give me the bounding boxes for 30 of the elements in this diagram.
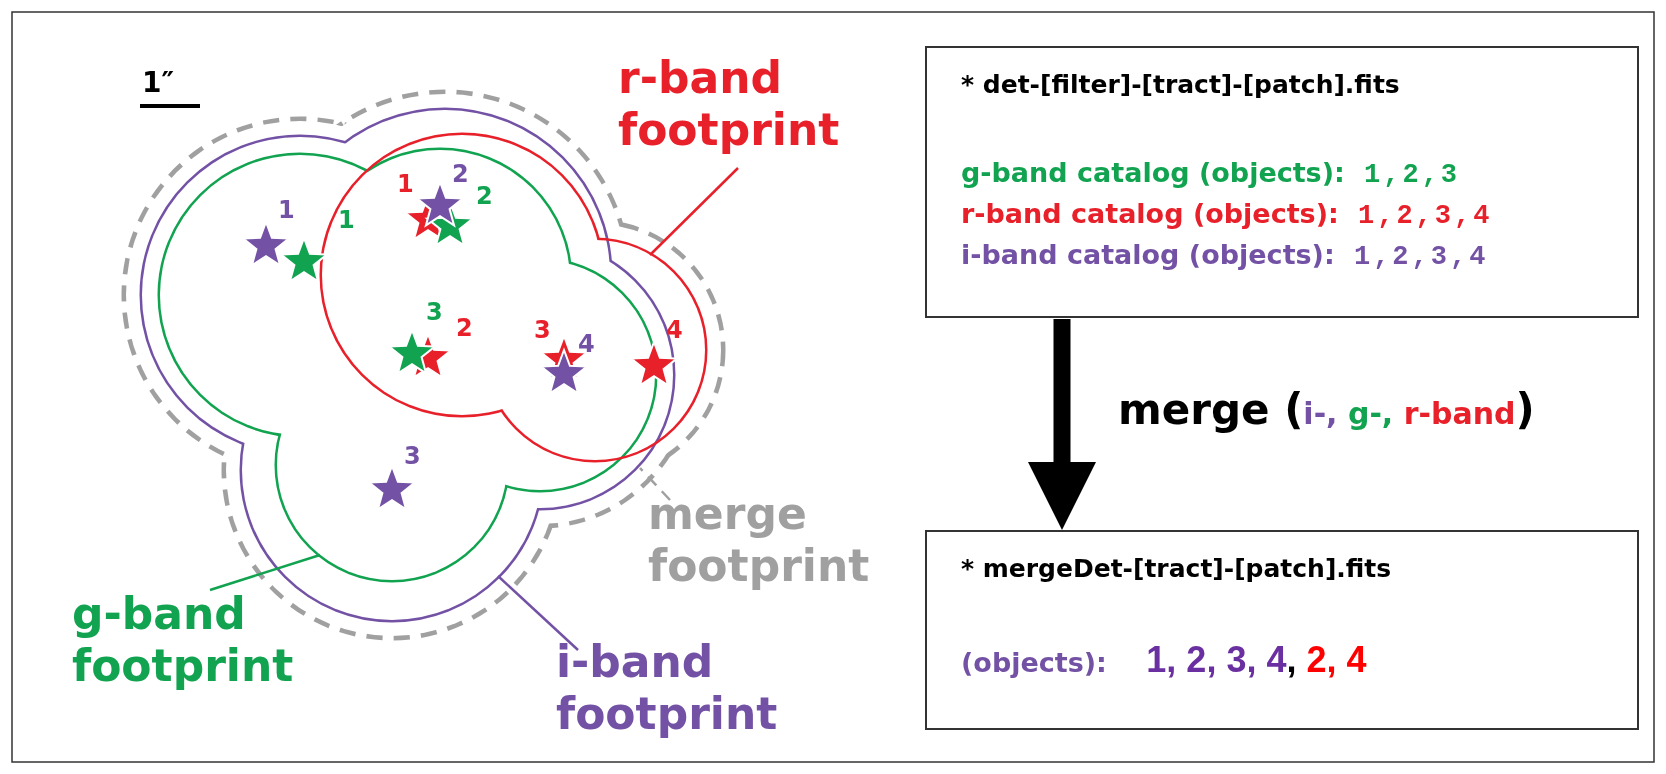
- footprint-label: g-band footprint: [72, 588, 322, 692]
- file-name: * det-[filter]-[tract]-[patch].fits: [961, 70, 1400, 99]
- file-name: * mergeDet-[tract]-[patch].fits: [961, 554, 1392, 583]
- edge-label: merge (i-, g-, r-band): [1118, 385, 1535, 434]
- star-number: 3: [404, 442, 421, 470]
- scale-label: 1″: [142, 66, 174, 99]
- star-number: 1: [278, 196, 295, 224]
- footprint-label: r-band footprint: [618, 52, 848, 156]
- file-box: [925, 46, 1639, 318]
- object-list: (objects): 1, 2, 3, 4, 2, 4: [961, 639, 1367, 681]
- star-number: 2: [452, 160, 469, 188]
- leader-line: [497, 575, 579, 651]
- star-number: 1: [338, 206, 355, 234]
- star-number: 3: [426, 298, 443, 326]
- star-number: 1: [397, 170, 414, 198]
- footprint-label: merge footprint: [648, 488, 888, 592]
- leader-line: [649, 167, 739, 256]
- star-number: 2: [476, 182, 493, 210]
- catalog-line: i-band catalog (objects): 1,2,3,4: [961, 239, 1489, 272]
- leader-line: [639, 467, 671, 501]
- footprint-label: i-band footprint: [556, 636, 786, 740]
- star-number: 3: [534, 316, 551, 344]
- star-number: 2: [456, 314, 473, 342]
- catalog-line: r-band catalog (objects): 1,2,3,4: [961, 198, 1493, 231]
- star-number: 4: [666, 316, 683, 344]
- file-box: [925, 530, 1639, 730]
- star-number: 4: [578, 330, 595, 358]
- leader-line: [209, 553, 321, 592]
- merge-arrow: [1028, 319, 1096, 530]
- catalog-line: g-band catalog (objects): 1,2,3: [961, 157, 1461, 190]
